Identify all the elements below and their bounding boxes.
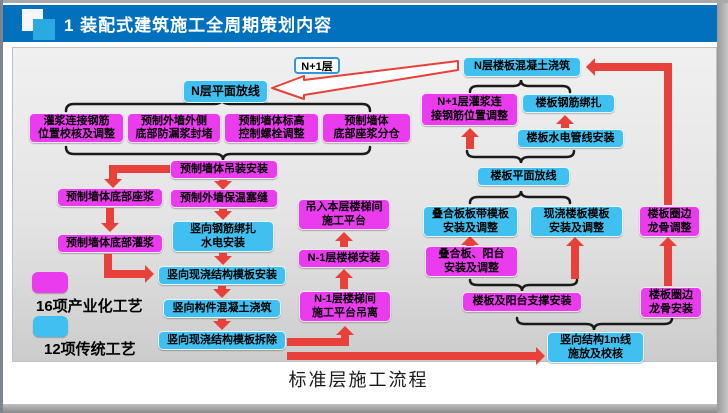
- node-vertical-1m-line: 竖向结构1m线 施放及校核: [547, 332, 644, 363]
- node-n1-grout-adjust: N+1层灌浆连 接钢筋位置调整: [421, 93, 518, 126]
- slide-edge-top: [0, 0, 728, 3]
- node-seat-compartment: 预制墙体 底部座浆分仓: [322, 113, 411, 143]
- legend-swatch-traditional: [33, 316, 68, 337]
- node-edge-joist-adjust: 楼板圈边 龙骨调整: [639, 206, 700, 237]
- node-leak-seal: 预制外墙外侧 底部防漏浆封堵: [127, 113, 221, 143]
- node-wall-bottom-seat: 预制墙体底部座浆: [57, 188, 163, 207]
- node-slab-layout: 楼板平面放线: [477, 167, 570, 186]
- node-grout-rebar-check: 灌浆连接钢筋 位置校核及调整: [29, 113, 124, 143]
- node-slab-concrete-pour: N层楼板混凝土浇筑: [463, 57, 581, 77]
- node-formwork-install: 竖向现浇结构模板安装: [158, 266, 286, 285]
- node-slab-rebar: 楼板钢筋绑扎: [522, 94, 615, 113]
- node-elevation-bolt: 预制墙体标高 控制螺栓调整: [224, 113, 319, 143]
- node-edge-joist-install: 楼板圈边 龙骨安装: [640, 287, 702, 318]
- node-laminated-strip-formwork: 叠合板板带模板 安装及调整: [423, 206, 518, 237]
- caption: 标准层施工流程: [288, 370, 429, 390]
- slide-edge-left: [0, 0, 3, 413]
- node-cast-slab-formwork: 现浇楼板模板 安装及调整: [530, 206, 623, 237]
- node-concrete-pour: 竖向构件混凝土浇筑: [163, 299, 281, 318]
- node-wall-bottom-grouting: 预制墙体底部灌浆: [57, 234, 163, 253]
- cycle-label: N+1层: [294, 57, 340, 74]
- node-wall-insulation: 预制外墙保温塞缝: [170, 189, 278, 208]
- node-wall-hanging: 预制墙体吊装安装: [170, 160, 278, 179]
- logo-cyan-square-icon: [33, 19, 55, 40]
- node-vertical-rebar-mep: 竖向钢筋绑扎 水电安装: [172, 221, 274, 252]
- slide-edge-right: [717, 3, 728, 413]
- header-bar: 1 装配式建筑施工全周期策划内容: [3, 5, 717, 42]
- node-stair-install: N-1层楼梯安装: [298, 249, 390, 268]
- node-formwork-remove: 竖向现浇结构模板拆除: [158, 331, 286, 350]
- legend-label-industrialized: 16项产业化工艺: [36, 298, 143, 315]
- node-slab-balcony-support: 楼板及阳台支撑安装: [462, 292, 582, 312]
- node-slab-mep: 楼板水电管线安装: [517, 129, 624, 148]
- legend-swatch-industrialized: [32, 272, 68, 293]
- slide-title: 1 装配式建筑施工全周期策划内容: [64, 16, 333, 35]
- node-n-plane-layout: N层平面放线: [183, 80, 268, 103]
- slide-edge-bottom: [3, 404, 717, 413]
- node-laminated-balcony: 叠合板、阳台 安装及调整: [425, 246, 518, 277]
- node-platform-out: N-1层楼梯间 施工平台吊离: [299, 291, 391, 322]
- node-platform-in: 吊入本层楼梯间 施工平台: [298, 199, 390, 230]
- legend-label-traditional: 12项传统工艺: [44, 341, 136, 358]
